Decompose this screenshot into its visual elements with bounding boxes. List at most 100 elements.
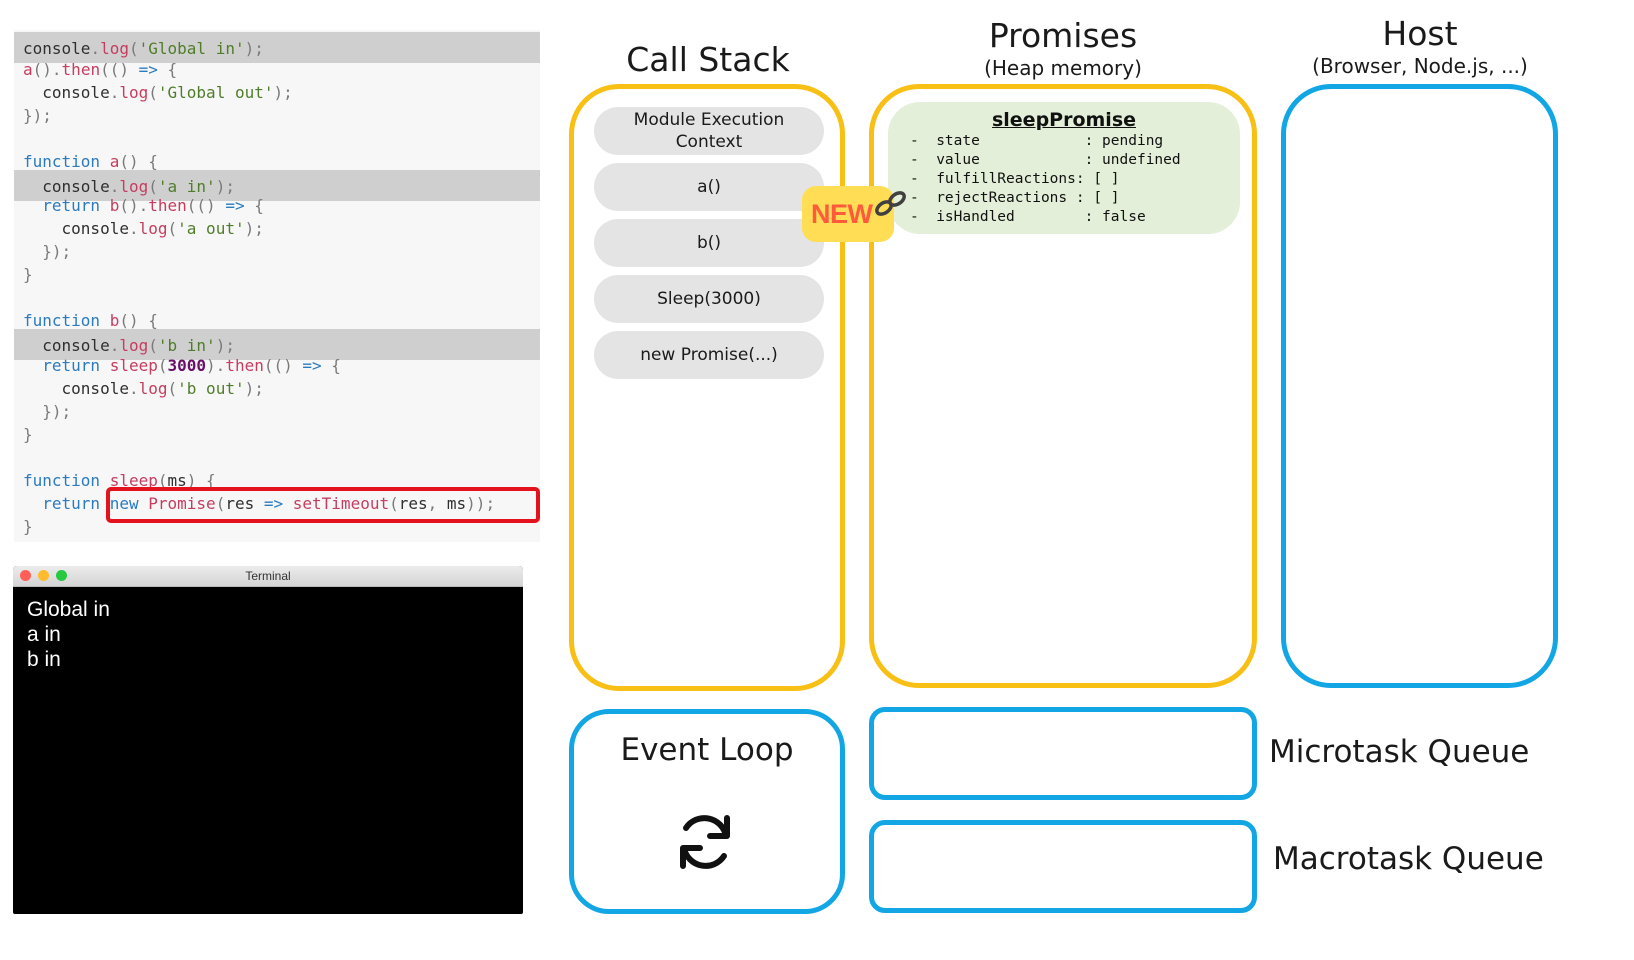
zoom-dot-icon[interactable]	[56, 570, 67, 581]
code-token: function	[23, 471, 101, 490]
code-token: log	[119, 83, 149, 102]
promise-prop-reject: - rejectReactions : [ ]	[910, 190, 1120, 206]
stack-frame-label: Sleep(3000)	[657, 289, 761, 309]
call-stack-container	[569, 84, 845, 691]
code-token: (	[157, 471, 168, 490]
code-line: console.log('Global out');	[14, 81, 540, 105]
code-line: });	[14, 240, 540, 264]
terminal-line: b in	[27, 648, 61, 671]
code-line: return sleep(3000).then(() => {	[14, 354, 540, 378]
code-token	[100, 356, 110, 375]
code-token: return	[42, 494, 101, 513]
code-token: (()	[100, 60, 139, 79]
code-token: =>	[263, 494, 284, 513]
host-title: Host	[1382, 14, 1458, 53]
code-line: });	[14, 104, 540, 128]
code-token: console	[23, 379, 129, 398]
code-token: }	[23, 265, 33, 284]
stack-frame-sleep: Sleep(3000)	[594, 275, 824, 323]
code-line: }	[14, 263, 540, 287]
code-line: return new Promise(res => setTimeout(res…	[14, 492, 540, 516]
code-token: Promise	[148, 494, 216, 513]
code-token: new	[109, 494, 139, 513]
code-token: console	[23, 39, 91, 58]
event-loop-container	[569, 709, 845, 914]
terminal-line: a in	[27, 623, 61, 646]
code-line: return b().then(() => {	[14, 194, 540, 218]
code-token: (	[148, 177, 158, 196]
code-token: log	[100, 39, 129, 58]
code-token: ) {	[186, 471, 216, 490]
code-token: });	[23, 242, 72, 261]
code-token: sleep	[109, 356, 158, 375]
code-line: });	[14, 400, 540, 424]
code-token: 'a out'	[177, 219, 245, 238]
code-token: (	[389, 494, 399, 513]
call-stack-title: Call Stack	[626, 40, 790, 79]
code-token: (	[215, 494, 226, 513]
code-line: function sleep(ms) {	[14, 469, 540, 493]
code-token: () {	[119, 311, 158, 330]
code-token: }	[23, 425, 33, 444]
promise-prop-fulfill: - fulfillReactions: [ ]	[910, 171, 1120, 187]
code-token: );	[244, 39, 264, 58]
code-token: return	[42, 356, 101, 375]
code-token: console	[23, 219, 129, 238]
code-token: =>	[302, 356, 322, 375]
minimize-dot-icon[interactable]	[38, 570, 49, 581]
code-token: 'b out'	[177, 379, 245, 398]
code-token: .	[109, 83, 120, 102]
code-token: log	[119, 177, 149, 196]
code-token: {	[244, 196, 264, 215]
code-token: (()	[263, 356, 303, 375]
code-line: }	[14, 515, 540, 539]
code-token	[100, 196, 110, 215]
promises-title: Promises	[988, 16, 1138, 55]
code-token: });	[23, 402, 72, 421]
code-token: sleep	[109, 471, 158, 490]
code-token: ,	[427, 494, 447, 513]
code-token: );	[215, 336, 235, 355]
microtask-queue-box	[869, 707, 1257, 800]
promise-prop-handled: - isHandled : false	[910, 209, 1146, 225]
code-token: return	[42, 196, 101, 215]
code-token: );	[273, 83, 293, 102]
stack-frame-label: b()	[696, 233, 722, 253]
code-token: =>	[225, 196, 245, 215]
code-token: .	[109, 177, 120, 196]
stack-frame-label: new Promise(...)	[640, 345, 778, 365]
new-badge-label: NEW	[811, 198, 873, 229]
code-token: function	[23, 311, 101, 330]
code-token: (	[148, 336, 158, 355]
code-line	[14, 286, 540, 310]
stack-frame-module: Module Execution Context	[594, 107, 824, 155]
code-token: .	[90, 39, 101, 58]
code-token	[100, 152, 110, 171]
code-token: ().	[119, 196, 149, 215]
code-line: console.log('a in');	[14, 170, 540, 201]
code-token: ).	[206, 356, 226, 375]
promise-card: sleepPromise - state : pending - value :…	[888, 102, 1240, 234]
code-token: (()	[186, 196, 226, 215]
code-token	[100, 311, 110, 330]
code-token: a	[23, 60, 33, 79]
code-line: function a() {	[14, 150, 540, 174]
code-token: {	[321, 356, 341, 375]
code-token: then	[148, 196, 187, 215]
code-token: );	[244, 379, 264, 398]
code-token: log	[138, 219, 168, 238]
highlight-box	[106, 487, 540, 523]
close-dot-icon[interactable]	[20, 570, 31, 581]
code-token: (	[167, 379, 178, 398]
code-token: log	[119, 336, 149, 355]
code-token: (	[148, 83, 158, 102]
code-line: a().then(() => {	[14, 58, 540, 82]
code-token: (	[167, 219, 178, 238]
event-loop-title: Event Loop	[620, 732, 794, 768]
code-token: 3000	[167, 356, 207, 375]
code-token: then	[61, 60, 101, 79]
code-line: console.log('b out');	[14, 377, 540, 401]
host-subtitle: (Browser, Node.js, ...)	[1312, 54, 1528, 78]
macrotask-queue-box	[869, 820, 1257, 913]
code-token: ms	[446, 494, 467, 513]
